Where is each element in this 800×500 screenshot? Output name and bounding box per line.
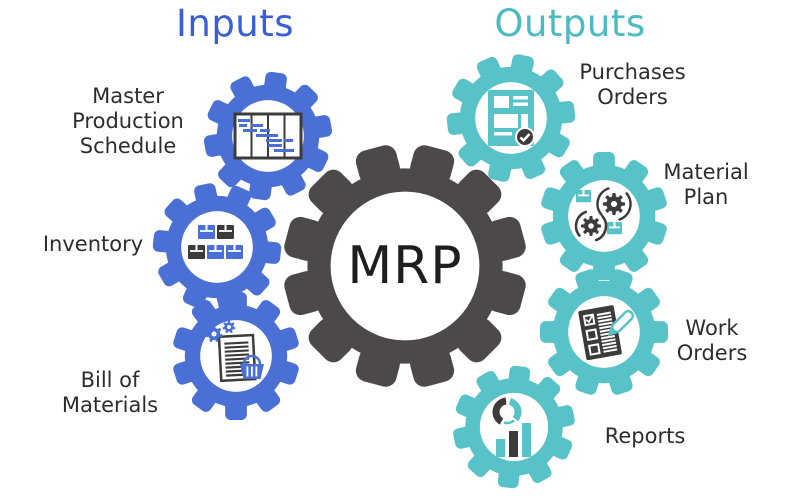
- gear-bill-of-materials: [173, 292, 299, 420]
- label-master-production-schedule: Master Production Schedule: [72, 84, 184, 158]
- reports-chart-icon: [492, 397, 531, 457]
- gear-material-plan: [541, 152, 667, 280]
- label-bill-of-materials: Bill of Materials: [61, 368, 159, 417]
- label-reports: Reports: [604, 424, 686, 448]
- inventory-boxes-icon: [188, 225, 243, 259]
- mrp-center-label: MRP: [347, 236, 463, 296]
- gear-mrp-center: [284, 145, 526, 387]
- label-inventory: Inventory: [42, 232, 144, 256]
- gear-master-production-schedule: [203, 71, 333, 201]
- material-plan-icon: [574, 187, 632, 242]
- inputs-title: Inputs: [175, 2, 295, 45]
- gear-work-orders: [540, 269, 668, 395]
- production-schedule-icon: [233, 112, 303, 160]
- label-work-orders: Work Orders: [676, 316, 748, 365]
- label-purchases-orders: Purchases Orders: [579, 60, 686, 109]
- work-order-icon: [578, 305, 635, 361]
- gear-purchases-orders: [446, 54, 576, 182]
- purchase-order-icon: [488, 90, 535, 147]
- label-material-plan: Material Plan: [663, 160, 749, 209]
- outputs-title: Outputs: [494, 2, 646, 45]
- bill-of-materials-icon: [205, 320, 264, 383]
- gear-reports: [453, 365, 575, 489]
